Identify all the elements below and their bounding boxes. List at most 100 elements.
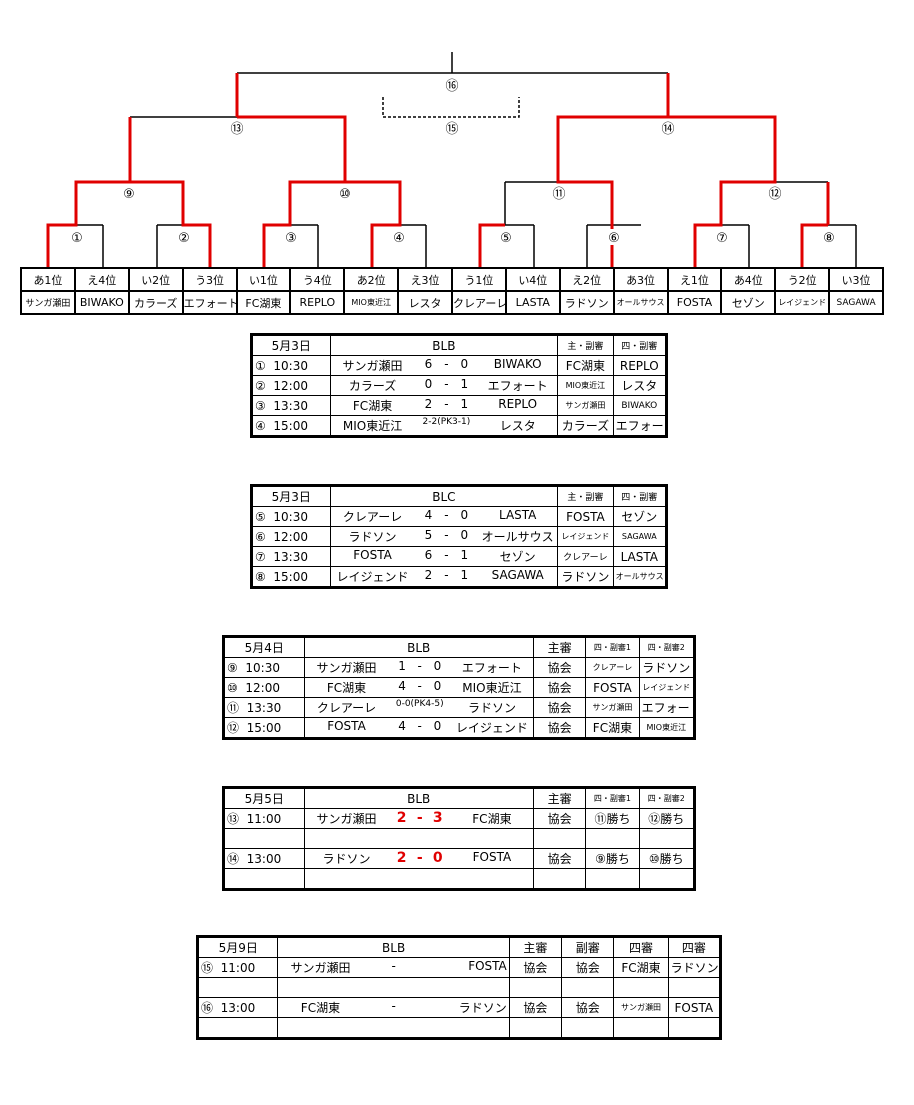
team-cell: オールサウス: [612, 290, 669, 315]
referee: 協会: [561, 997, 615, 1018]
match-label: ⑬: [230, 122, 243, 137]
seed-cell: え3位: [397, 267, 453, 292]
ref-header: 四・副審2: [638, 636, 696, 658]
referee: 協会: [532, 657, 587, 678]
table-header: 5月3日 BLC 主・副審 四・副審: [251, 485, 668, 507]
team-cell: セゾン: [720, 290, 777, 315]
table-header: 5月3日 BLB 主・副審 四・副審: [251, 334, 668, 356]
match-time: ③ 13:30: [251, 395, 331, 416]
ref-header: 四・副審2: [638, 787, 696, 809]
table-row-spacer: [196, 1017, 722, 1039]
referee: BIWAKO: [612, 395, 668, 416]
date-cell: 5月5日: [223, 787, 305, 809]
group-cell: BLB: [277, 936, 510, 958]
referee: FOSTA: [667, 997, 722, 1018]
team-cell: ラドソン: [558, 290, 615, 315]
match-label: ⑦: [716, 231, 728, 246]
referee: ⑪勝ち: [585, 808, 640, 829]
ref-header: 主審: [508, 936, 563, 958]
referee: 協会: [508, 997, 563, 1018]
referee: ラドソン: [667, 957, 722, 978]
team-cell: カラーズ: [127, 290, 184, 315]
team-cell: レイジェンド: [774, 290, 831, 315]
team-cell: SAGAWA: [828, 290, 884, 315]
team-cell: MIO東近江: [343, 290, 400, 315]
table-row-spacer: [223, 828, 696, 849]
referee: 協会: [561, 957, 615, 978]
group-cell: BLB: [329, 334, 559, 356]
referee: MIO東近江: [638, 717, 696, 739]
team-cell: FC湖東: [235, 290, 292, 315]
seed-cell: い2位: [127, 267, 184, 292]
match-label: ⑧: [823, 231, 835, 246]
seed-cell: う1位: [451, 267, 507, 292]
match-label: ⑤: [500, 231, 512, 246]
referee: クレアーレ: [585, 657, 640, 678]
referee: ⑩勝ち: [638, 848, 696, 869]
group-cell: BLB: [303, 787, 534, 809]
tournament-bracket: ① ② ③ ④ ⑤ ⑥ ⑦ ⑧ ⑨ ⑩ ⑪ ⑫ ⑬ ⑭ ⑮ ⑯: [46, 52, 857, 268]
table-header: 5月4日 BLB 主審 四・副審1 四・副審2: [223, 636, 696, 658]
referee: 協会: [532, 848, 587, 869]
referee: SAGAWA: [612, 526, 668, 547]
table-header: 5月9日 BLB 主審 副審 四審 四審: [196, 936, 722, 958]
referee: セゾン: [612, 506, 668, 527]
team-row: サンガ瀬田 BIWAKO カラーズ エフォート FC湖東 REPLO MIO東近…: [20, 290, 884, 315]
match-result: FC湖東-ラドソン: [277, 997, 510, 1018]
referee: 協会: [508, 957, 563, 978]
seed-cell: い1位: [235, 267, 292, 292]
referee: REPLO: [612, 355, 668, 376]
team-cell: BIWAKO: [73, 290, 130, 315]
seed-cell: う3位: [181, 267, 238, 292]
referee: FC湖東: [557, 355, 614, 376]
referee: レイジェンド: [557, 526, 614, 547]
match-label: ③: [285, 231, 297, 246]
team-cell: レスタ: [397, 290, 453, 315]
ref-header: 主審: [532, 636, 587, 658]
ref-header: 主・副審: [557, 334, 614, 356]
referee: ラドソン: [557, 566, 614, 588]
match-label: ⑯: [445, 79, 458, 94]
referee: 協会: [532, 697, 587, 718]
seed-cell: あ3位: [612, 267, 669, 292]
referee: カラーズ: [557, 415, 614, 437]
ref-header: 副審: [561, 936, 615, 958]
seed-cell: い3位: [828, 267, 884, 292]
match-label: ⑮: [445, 122, 458, 137]
match-time: ⑭ 13:00: [223, 848, 305, 869]
referee: エフォート: [638, 697, 696, 718]
referee: FC湖東: [613, 957, 669, 978]
match-time: ⑯ 13:00: [196, 997, 279, 1018]
group-cell: BLC: [329, 485, 559, 507]
team-cell: REPLO: [289, 290, 346, 315]
match-time: ⑬ 11:00: [223, 808, 305, 829]
seed-cell: う4位: [289, 267, 346, 292]
referee: ラドソン: [638, 657, 696, 678]
ref-header: 主・副審: [557, 485, 614, 507]
match-time: ⑮ 11:00: [196, 957, 279, 978]
referee: サンガ瀬田: [557, 395, 614, 416]
team-cell: FOSTA: [666, 290, 723, 315]
